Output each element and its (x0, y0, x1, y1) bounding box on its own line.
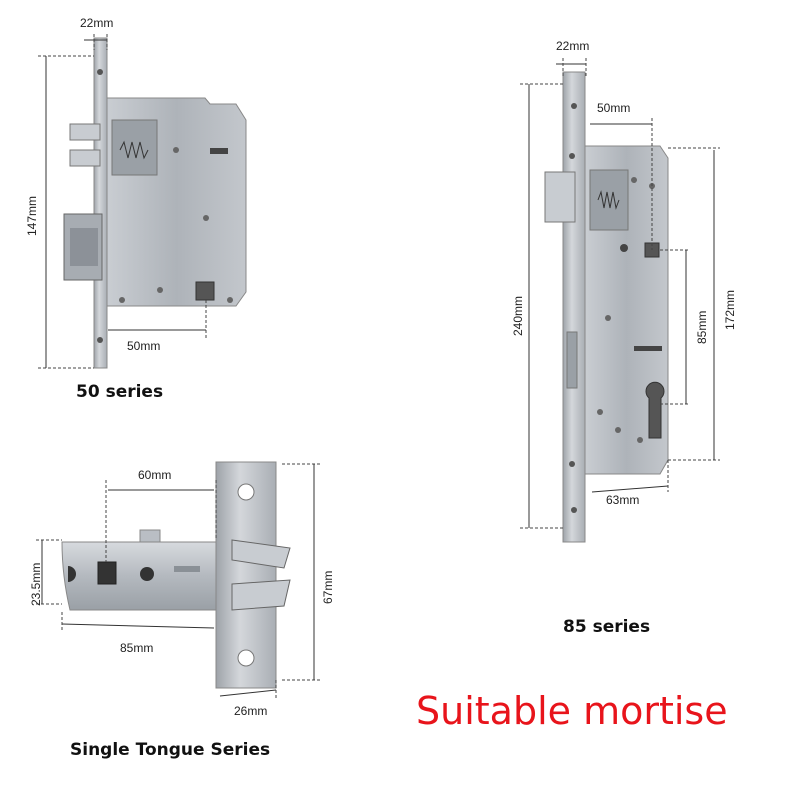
caption-85-series: 85 series (563, 617, 650, 637)
deadbolt-inner (70, 228, 98, 266)
dimension-lines-50 (38, 34, 207, 369)
spring (597, 190, 620, 210)
screw (615, 427, 621, 433)
slot (174, 566, 200, 572)
dim-85-depth: 63mm (606, 493, 639, 507)
spring (119, 140, 149, 160)
screw (227, 297, 233, 303)
latch-bolt (69, 123, 101, 141)
dim-85-faceplate: 22mm (556, 39, 589, 53)
slot (210, 148, 228, 154)
dim-tongue-height-small: 23.5mm (29, 563, 43, 606)
screw-hole (569, 461, 575, 467)
screw (119, 297, 125, 303)
round-hole (68, 566, 76, 582)
single-tongue-latch (61, 461, 291, 689)
dim-tongue-backset: 60mm (138, 468, 171, 482)
screw (597, 409, 603, 415)
dim-tongue-plate-height: 67mm (321, 571, 335, 604)
screw (173, 147, 179, 153)
round-hole (140, 567, 154, 581)
faceplate (562, 71, 586, 543)
caption-single-tongue: Single Tongue Series (70, 740, 270, 760)
dim-50-faceplate: 22mm (80, 16, 113, 30)
screw (631, 177, 637, 183)
screw-hole (237, 483, 255, 501)
page-title: Suitable mortise (416, 689, 728, 733)
tube-tab (139, 529, 161, 543)
faceplate-slot (566, 331, 578, 389)
spindle-square (195, 281, 215, 301)
dim-85-backset: 50mm (597, 101, 630, 115)
dim-85-height: 240mm (511, 296, 525, 336)
caption-50-series: 50 series (76, 382, 163, 402)
dim-85-body-height: 172mm (723, 290, 737, 330)
dim-50-height: 147mm (25, 196, 39, 236)
spring-window (111, 119, 158, 176)
latch-bolt (544, 171, 576, 223)
screw (620, 244, 628, 252)
screw-hole (571, 103, 577, 109)
dim-85-center: 85mm (695, 311, 709, 344)
dim-tongue-plate-width: 26mm (234, 704, 267, 718)
dim-50-backset: 50mm (127, 339, 160, 353)
dim-tongue-length: 85mm (120, 641, 153, 655)
slot (634, 346, 662, 351)
dimension-lines-85 (520, 58, 720, 529)
dimension-lines-tongue (36, 463, 320, 698)
screw (157, 287, 163, 293)
screw-hole (569, 153, 575, 159)
screw (203, 215, 209, 221)
cylinder-hole (645, 381, 665, 439)
screw-hole (237, 649, 255, 667)
faceplate (93, 37, 108, 369)
latch-tongue (231, 539, 291, 569)
lock-50-series (63, 37, 247, 369)
lock-85-series (544, 71, 669, 543)
screw-hole (97, 337, 103, 343)
screw-hole (97, 69, 103, 75)
screw (637, 437, 643, 443)
latch-bolt (69, 149, 101, 167)
screw-hole (571, 507, 577, 513)
latch-tongue (231, 579, 291, 611)
screw (605, 315, 611, 321)
square-hole (97, 561, 117, 585)
